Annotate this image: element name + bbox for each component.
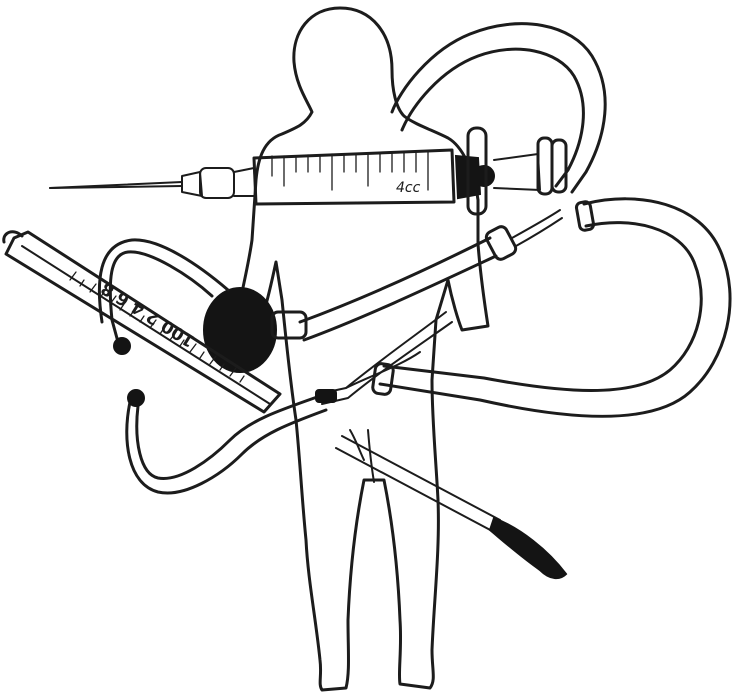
stethoscope-tube-chest-upper: [300, 238, 490, 322]
scalpel: [336, 430, 566, 578]
scalpel-blade: [490, 518, 566, 578]
human-figure-outline: [236, 8, 488, 690]
stethoscope-tube-upper-loop-outer: [392, 24, 605, 192]
stethoscope-chest-piece: [204, 288, 276, 372]
syringe-plunger-rod: [494, 154, 540, 190]
stethoscope-earpiece-upper: [114, 338, 130, 354]
stethoscope-junction: [318, 312, 446, 394]
stethoscope: [99, 24, 730, 493]
stethoscope-earpiece-lower: [128, 390, 144, 406]
syringe: 4cc: [50, 128, 566, 214]
syringe-volume-label: 4cc: [396, 180, 421, 196]
stethoscope-tube-upper-loop-inner: [402, 49, 583, 186]
scalpel-handle: [342, 436, 500, 520]
